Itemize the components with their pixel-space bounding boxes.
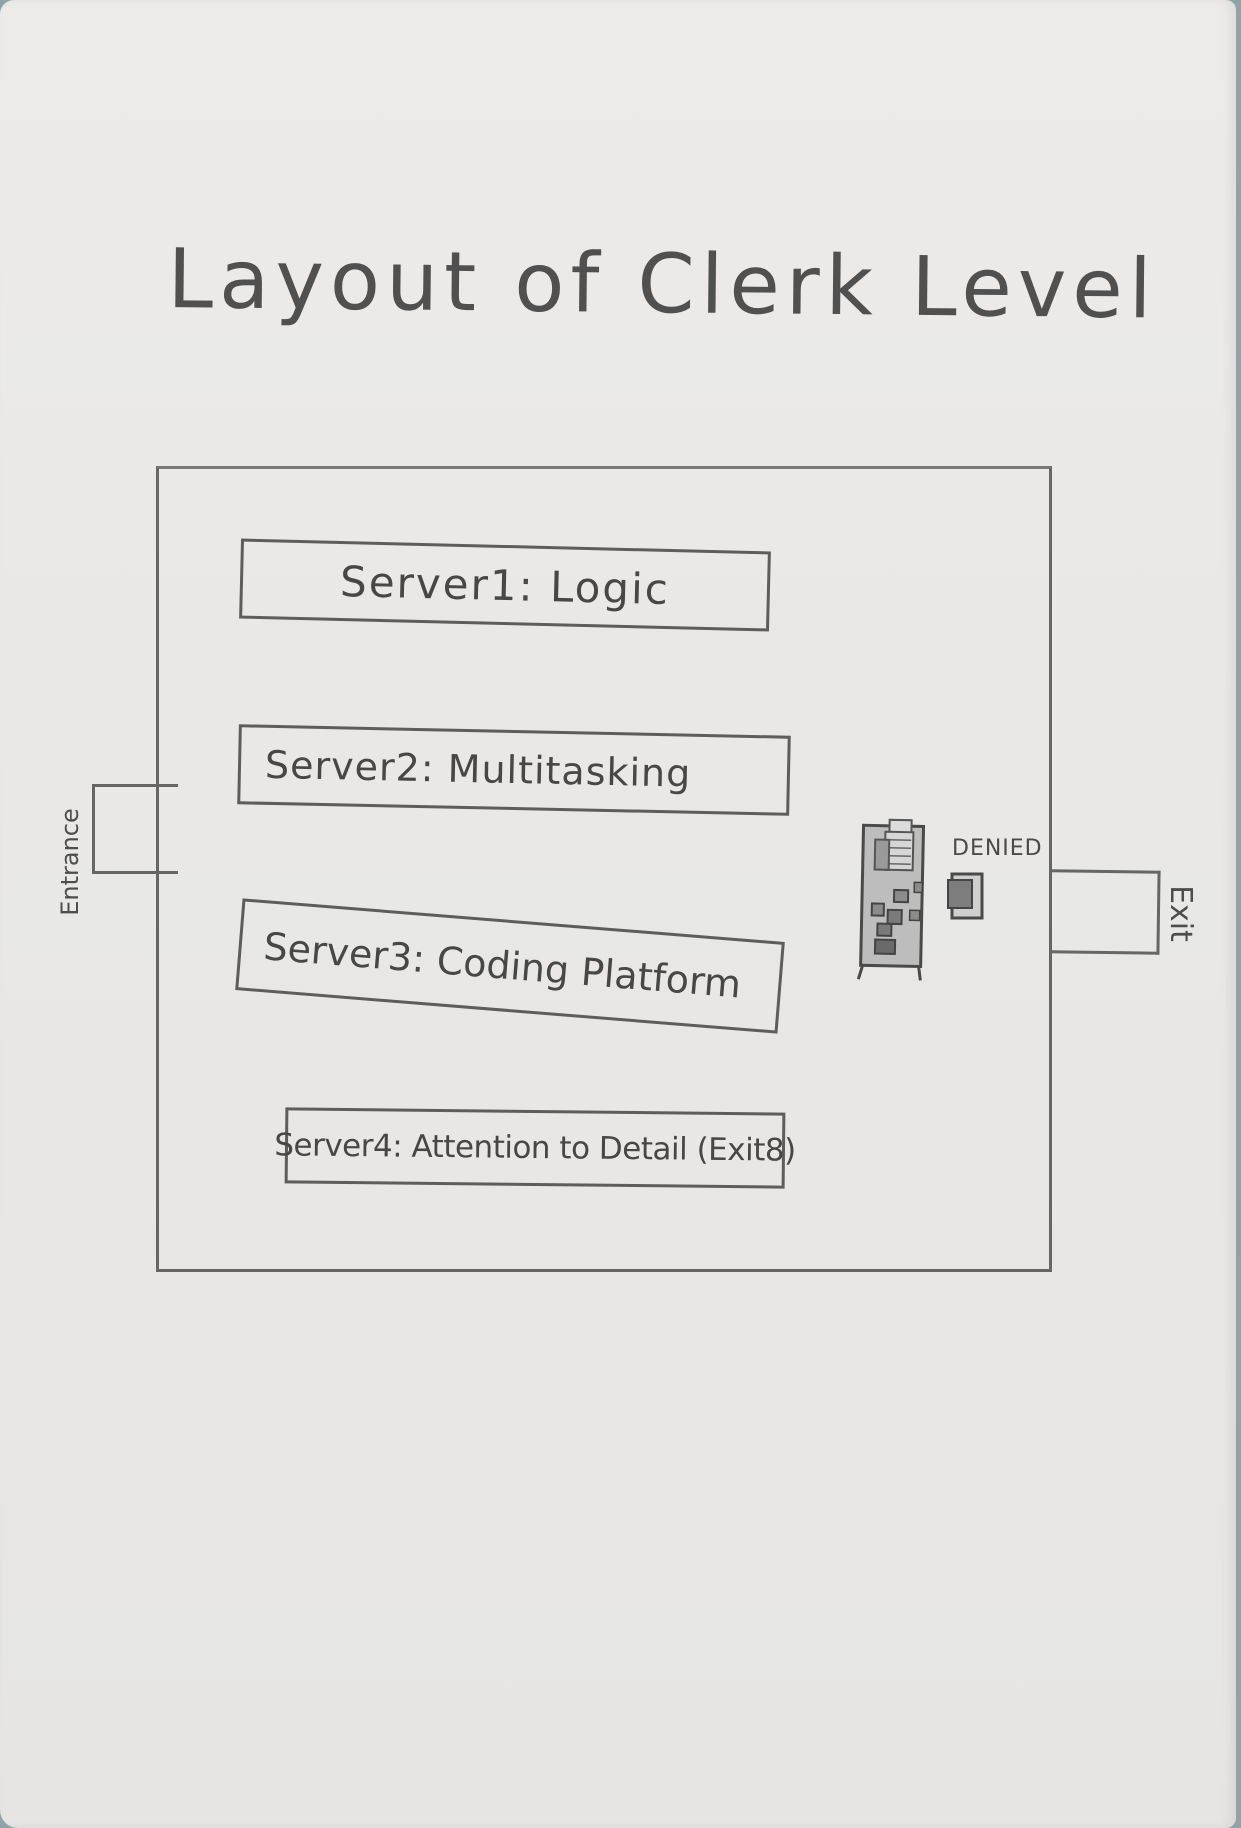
exit-door <box>1049 869 1161 955</box>
denied-label: DENIED <box>952 836 1043 861</box>
denied-screen-icon <box>947 872 984 920</box>
server-1-box: Server1: Logic <box>239 538 771 632</box>
room-outline <box>156 466 1052 1272</box>
page-title: Layout of Clerk Level <box>167 232 1159 338</box>
server-2-box: Server2: Multitasking <box>237 724 791 816</box>
server-4-box: Server4: Attention to Detail (Exit8) <box>274 1107 796 1189</box>
entrance-label: Entrance <box>55 808 84 916</box>
server-2-label: Server2: Multitasking <box>264 742 692 796</box>
entrance-door <box>92 784 178 874</box>
server-1-label: Server1: Logic <box>339 556 671 614</box>
exit-label: Exit <box>1162 885 1198 942</box>
server-3-label: Server3: Coding Platform <box>262 924 743 1007</box>
access-machine-icon <box>856 818 926 981</box>
server-4-label: Server4: Attention to Detail (Exit8) <box>274 1127 796 1169</box>
